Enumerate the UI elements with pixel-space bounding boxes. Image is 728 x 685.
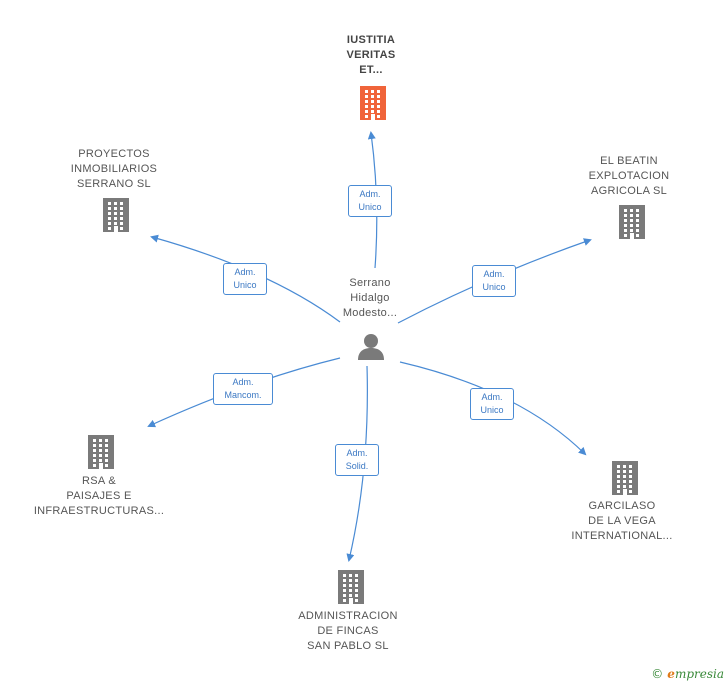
person-icon[interactable] xyxy=(356,332,386,360)
brand-logo: ©empresia xyxy=(651,667,724,681)
center-person-label[interactable]: Serrano Hidalgo Modesto... xyxy=(342,277,398,319)
building-icon[interactable] xyxy=(335,569,367,610)
building-icon[interactable] xyxy=(100,197,132,238)
building-icon[interactable] xyxy=(85,434,117,475)
building-icon[interactable] xyxy=(609,460,641,501)
relation-badge-rsa: Adm. Mancom. xyxy=(213,373,273,405)
building-icon[interactable] xyxy=(616,204,648,245)
relation-badge-iustitia: Adm. Unico xyxy=(348,185,392,217)
company-label-beatin[interactable]: EL BEATIN EXPLOTACION AGRICOLA SL xyxy=(588,155,670,197)
copyright-symbol: © xyxy=(651,667,664,681)
relation-badge-garcilaso: Adm. Unico xyxy=(470,388,514,420)
company-label-administracion[interactable]: ADMINISTRACION DE FINCAS SAN PABLO SL xyxy=(298,610,398,652)
company-label-proyectos[interactable]: PROYECTOS INMOBILIARIOS SERRANO SL xyxy=(70,148,158,190)
relation-badge-proyectos: Adm. Unico xyxy=(223,263,267,295)
company-label-iustitia[interactable]: IUSTITIA VERITAS ET... xyxy=(346,34,396,76)
relation-badge-administracion: Adm. Solid. xyxy=(335,444,379,476)
relation-badge-beatin: Adm. Unico xyxy=(472,265,516,297)
company-label-garcilaso[interactable]: GARCILASO DE LA VEGA INTERNATIONAL... xyxy=(571,500,673,542)
building-icon[interactable] xyxy=(357,85,389,126)
company-label-rsa[interactable]: RSA & PAISAJES E INFRAESTRUCTURAS... xyxy=(33,475,165,517)
